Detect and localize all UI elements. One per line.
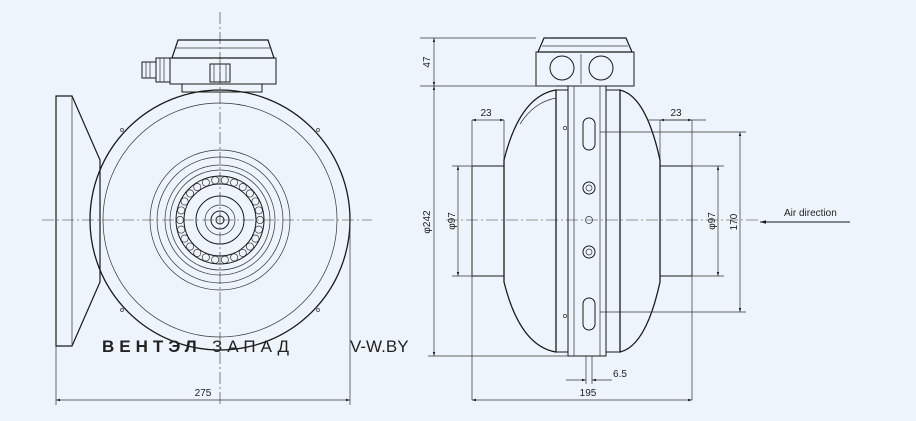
- bearing-ball: [211, 176, 220, 185]
- bearing-ball: [193, 183, 202, 192]
- dim-mount-170: 170: [729, 213, 740, 230]
- dim-diameter-242: φ242: [422, 210, 433, 234]
- dim-flange-23-right: 23: [670, 108, 682, 119]
- bearing-ball: [245, 189, 254, 198]
- bearing-ball: [251, 234, 260, 243]
- bearing-ball: [238, 183, 247, 192]
- dim-diameter-97-outlet: φ97: [707, 212, 718, 230]
- dim-flange-23-left: 23: [480, 108, 492, 119]
- bearing-ball: [245, 242, 254, 251]
- impeller-bearing-balls: [176, 176, 264, 264]
- watermark-brand-part1: ВЕНТЭЛ: [102, 337, 202, 356]
- bearing-ball: [220, 176, 229, 185]
- bearing-ball: [201, 253, 210, 262]
- bearing-ball: [211, 255, 220, 264]
- bearing-ball: [193, 248, 202, 257]
- bearing-ball: [176, 216, 184, 224]
- bearing-ball: [254, 225, 263, 234]
- dim-length-195: 195: [580, 388, 597, 399]
- watermark-site: V-W.BY: [350, 337, 409, 356]
- bearing-ball: [254, 206, 263, 215]
- dim-slot-6-5: 6.5: [613, 369, 627, 380]
- bearing-ball: [186, 189, 195, 198]
- bearing-ball: [177, 225, 186, 234]
- bearing-ball: [186, 242, 195, 251]
- brand-watermark: ВЕНТЭЛ ЗАПАД V-W.BY: [102, 337, 409, 356]
- bearing-ball: [180, 234, 189, 243]
- bearing-ball: [230, 253, 239, 262]
- bearing-ball: [177, 206, 186, 215]
- watermark-brand-part2: ЗАПАД: [212, 337, 294, 356]
- dim-width-275: 275: [195, 388, 212, 399]
- bearing-ball: [256, 216, 264, 224]
- bearing-ball: [180, 197, 189, 206]
- side-view: 47 φ242 φ97 φ97 170 23 23 6.5: [420, 37, 850, 402]
- bearing-ball: [201, 178, 210, 187]
- bearing-ball: [220, 255, 229, 264]
- bearing-ball: [230, 178, 239, 187]
- dim-height-47: 47: [422, 56, 433, 68]
- bearing-ball: [238, 248, 247, 257]
- front-view: 275: [42, 12, 372, 405]
- air-direction-label: Air direction: [784, 208, 837, 219]
- bearing-ball: [251, 197, 260, 206]
- dim-diameter-97-inlet: φ97: [447, 212, 458, 230]
